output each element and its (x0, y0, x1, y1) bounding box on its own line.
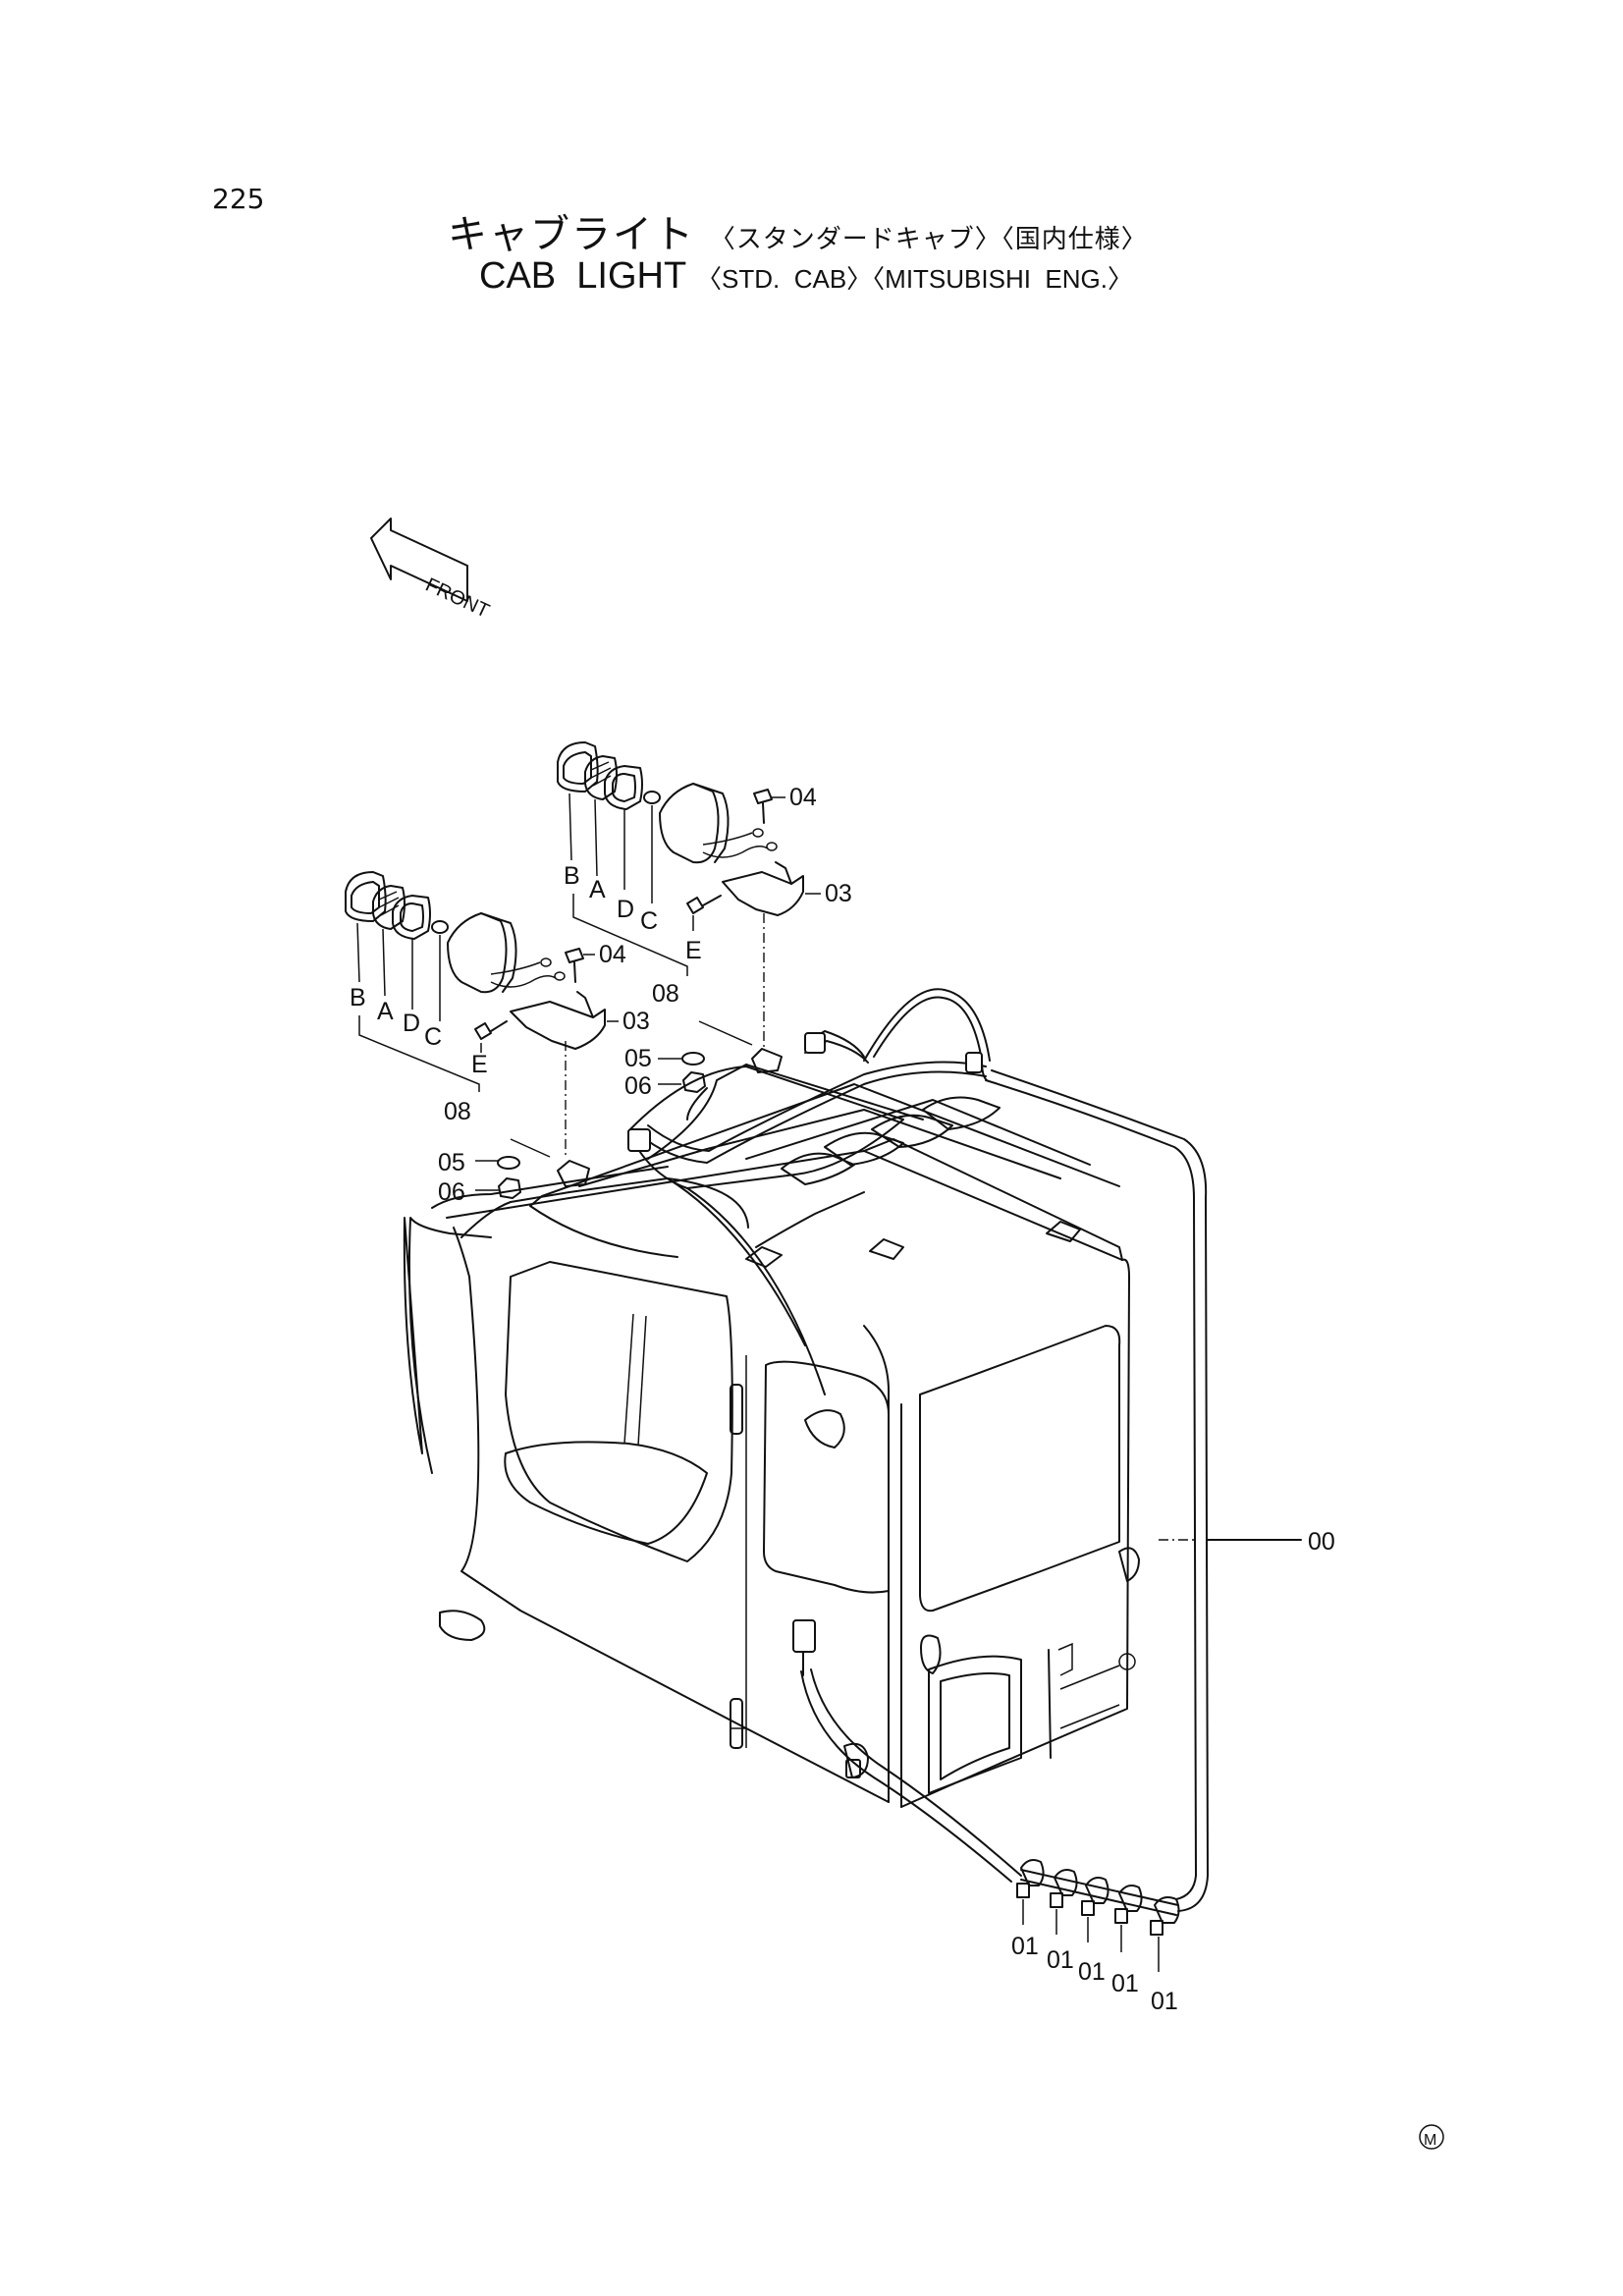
callout-06: 06 (624, 1072, 652, 1100)
right-cab-lamp-assembly: 04 03 B A D C E 08 05 06 (557, 741, 852, 1100)
callout-03: 03 (622, 1008, 650, 1035)
clamp-3: 01 (1078, 1877, 1109, 1986)
callout-01: 01 (1011, 1933, 1039, 1960)
lamp-part-label: D (403, 1010, 420, 1037)
callout-04: 04 (789, 784, 817, 811)
cab-harness: 00 (627, 988, 1335, 1916)
lamp-part-label: C (640, 907, 658, 935)
cab-body (403, 1048, 1140, 1808)
lamp-part-label: A (377, 998, 394, 1025)
callout-01: 01 (1047, 1946, 1074, 1974)
maker-mark-icon: M (1419, 2124, 1444, 2150)
callout-00: 00 (1308, 1528, 1335, 1556)
callout-08: 08 (652, 980, 679, 1008)
clamp-5: 01 (1150, 1896, 1180, 2015)
lamp-part-label: D (617, 896, 634, 923)
page-number: 225 (212, 183, 265, 215)
left-cab-lamp-assembly: 04 03 B A D C E 08 05 06 (345, 871, 650, 1206)
callout-03: 03 (825, 880, 852, 907)
callout-01: 01 (1078, 1958, 1106, 1986)
lamp-part-label: E (471, 1051, 488, 1078)
lamp-part-label: A (589, 876, 606, 903)
clamp-2: 01 (1047, 1869, 1078, 1974)
title-english: CAB LIGHT 〈STD. CAB〉〈MITSUBISHI ENG.〉 (479, 255, 1133, 298)
lamp-part-label: C (424, 1023, 442, 1051)
callout-01: 01 (1111, 1970, 1139, 1997)
harness-clamps: 01 01 01 01 (1011, 1859, 1180, 2015)
clamp-4: 01 (1111, 1885, 1143, 1997)
clamp-1: 01 (1011, 1859, 1045, 1960)
callout-05: 05 (624, 1045, 652, 1072)
callout-08: 08 (444, 1098, 471, 1125)
svg-text:M: M (1424, 2132, 1436, 2149)
title-en-qualifier-cab: 〈STD. CAB〉 (696, 264, 873, 294)
lamp-part-label: E (685, 937, 702, 964)
title-en-main: CAB LIGHT (479, 255, 686, 297)
front-arrow-label: FRONT (422, 574, 493, 623)
callout-04: 04 (599, 941, 626, 968)
title-jp-main: キャブライト (448, 212, 695, 257)
callout-01: 01 (1151, 1988, 1178, 2015)
title-jp-qualifier-cab: 〈スタンダードキャブ〉 (709, 225, 1001, 254)
callout-05: 05 (438, 1149, 465, 1176)
callout-06: 06 (438, 1178, 465, 1206)
lamp-part-label: B (564, 862, 580, 890)
front-arrow-icon: FRONT (370, 518, 493, 623)
title-en-qualifier-engine: 〈MITSUBISHI ENG.〉 (872, 264, 1133, 294)
title-japanese: キャブライト 〈スタンダードキャブ〉〈国内仕様〉 (448, 202, 1148, 259)
title-jp-qualifier-spec: 〈国内仕様〉 (1001, 225, 1148, 254)
lamp-part-label: B (350, 984, 366, 1011)
